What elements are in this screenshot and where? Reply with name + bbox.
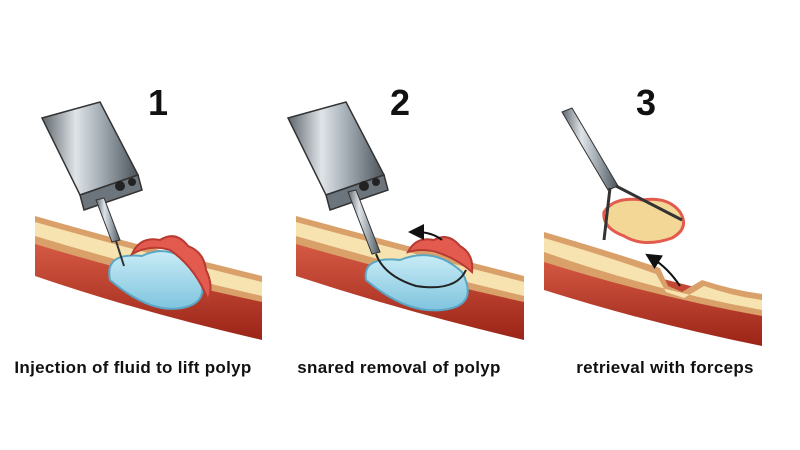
step-panel-3: 3 retrieval with forceps [532,0,798,450]
step-3-illustration [544,107,762,346]
step-2-illustration [286,101,524,340]
step-caption-1: Injection of fluid to lift polyp [14,358,252,377]
step-caption-2: snared removal of polyp [297,358,501,377]
step-number-1: 1 [147,82,169,123]
step-panel-1: 1 Injection of fluid to lift polyp [0,0,266,450]
polyp [129,235,212,303]
endoscope-icon [286,101,389,211]
mucosa-layer [544,238,762,310]
snare-icon [347,189,467,289]
polyp [602,197,686,244]
fluid-cushion [364,254,469,312]
step-panel-2: 2 snared removal of polyp [266,0,532,450]
step-caption-3: retrieval with forceps [576,358,754,377]
endoscope-icon [40,101,143,211]
polyp [406,236,474,275]
step-number-3: 3 [635,82,657,123]
arrow-icon [645,253,681,287]
step-1-illustration [35,101,262,340]
step-number-2: 2 [389,82,411,123]
arrow-icon [408,224,443,241]
forceps-icon [561,107,683,241]
needle-icon [95,197,125,267]
